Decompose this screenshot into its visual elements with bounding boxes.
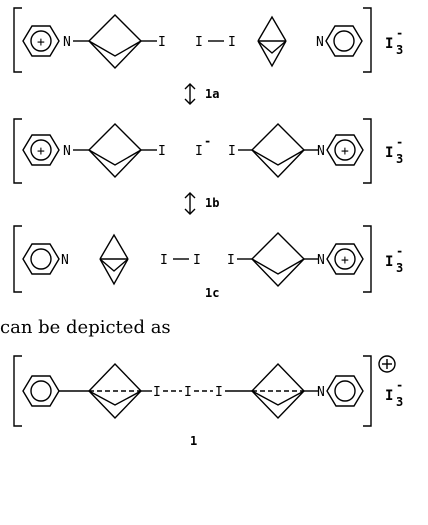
counterion-i3: I - 3 — [385, 378, 403, 409]
svg-text:-: - — [396, 26, 403, 40]
atom-n: N — [317, 253, 325, 268]
svg-text:I: I — [385, 254, 393, 270]
svg-text:+: + — [341, 144, 349, 159]
atom-n: N — [316, 35, 324, 50]
label-1c: 1c — [205, 286, 219, 300]
iodide-anion: I — [195, 144, 203, 159]
atom-n: N — [317, 385, 325, 400]
resonance-arrow — [184, 192, 196, 215]
svg-text:I: I — [385, 145, 393, 161]
atom-n: N — [63, 144, 71, 159]
bicyclopentane-cage — [251, 362, 305, 420]
svg-text:3: 3 — [396, 261, 403, 275]
svg-text:-: - — [396, 378, 403, 392]
svg-text:3: 3 — [396, 395, 403, 409]
label-1a: 1a — [205, 87, 219, 101]
structure-1a: + N I I I N I - — [13, 7, 403, 73]
atom-i: I — [227, 253, 235, 268]
bracket-right — [363, 118, 372, 184]
caption-text: can be depicted as — [0, 317, 171, 338]
atom-i: I — [228, 35, 236, 50]
bracket-right — [363, 225, 372, 293]
atom-i: I — [195, 35, 203, 50]
structure-1: I I I N I - 3 — [13, 355, 403, 427]
propellane-cage — [257, 15, 287, 68]
atom-n: N — [63, 35, 71, 50]
atom-n: N — [317, 144, 325, 159]
iodide-charge: - — [204, 134, 211, 148]
pyridinium-ring: + — [326, 243, 364, 275]
atom-i: I — [160, 253, 168, 268]
pyridinium-ring: + — [326, 134, 364, 166]
positive-charge — [378, 355, 396, 373]
bicyclopentane-cage — [251, 123, 305, 179]
svg-text:3: 3 — [396, 152, 403, 166]
svg-text:+: + — [37, 35, 45, 50]
svg-text:3: 3 — [396, 43, 403, 57]
structure-1b: + N I I - I N + I - 3 — [13, 118, 403, 184]
pyridinium-ring: + — [22, 134, 60, 166]
label-1b: 1b — [205, 196, 219, 210]
svg-text:-: - — [396, 244, 403, 258]
bracket-right — [363, 355, 372, 427]
bracket-left — [13, 118, 22, 184]
pyridine-ring — [22, 243, 60, 275]
atom-i: I — [153, 385, 161, 400]
label-1: 1 — [190, 434, 197, 448]
bracket-left — [13, 7, 22, 73]
svg-text:+: + — [37, 144, 45, 159]
bracket-left — [13, 225, 22, 293]
pyridine-ring — [22, 375, 60, 407]
bicyclopentane-cage — [251, 232, 305, 288]
pyridine-ring — [325, 25, 363, 57]
svg-text:+: + — [341, 253, 349, 268]
bicyclopentane-cage — [88, 14, 142, 70]
counterion-i3: I - 3 — [385, 135, 403, 166]
atom-i: I — [228, 144, 236, 159]
bicyclopentane-cage — [88, 123, 142, 179]
svg-text:I: I — [385, 36, 393, 52]
pyridine-ring — [326, 375, 364, 407]
propellane-cage — [99, 233, 129, 286]
atom-i: I — [215, 385, 223, 400]
atom-i: I — [193, 253, 201, 268]
svg-text:I: I — [385, 388, 393, 404]
svg-text:-: - — [396, 135, 403, 149]
atom-i: I — [158, 144, 166, 159]
resonance-arrow — [184, 83, 196, 105]
pyridinium-ring: + — [22, 25, 60, 57]
bracket-left — [13, 355, 22, 427]
counterion-i3: I - 3 — [385, 26, 403, 57]
bracket-right — [363, 7, 372, 73]
atom-i: I — [158, 35, 166, 50]
atom-i: I — [184, 385, 192, 400]
counterion-i3: I - 3 — [385, 244, 403, 275]
bicyclopentane-cage — [88, 362, 142, 420]
structure-1c: N I I I N + I - 3 — [13, 225, 403, 293]
atom-n: N — [61, 253, 69, 268]
